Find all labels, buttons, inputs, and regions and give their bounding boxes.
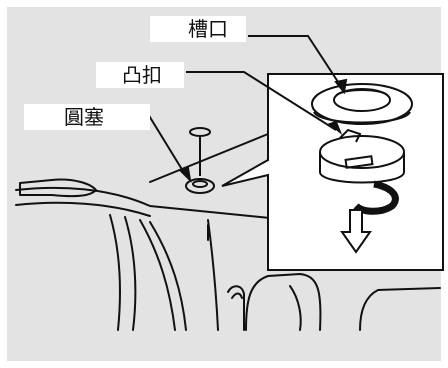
detail-inset <box>221 73 444 271</box>
vehicle-interior-lineart <box>15 133 441 331</box>
slot-ring-detail <box>311 83 413 125</box>
plug-detail <box>319 128 405 184</box>
ceiling-plug <box>185 127 215 194</box>
plug-label: 圓塞 <box>24 104 150 130</box>
slot-label: 槽口 <box>150 16 246 42</box>
tab-label: 凸扣 <box>96 62 184 88</box>
leader-lines <box>147 35 348 183</box>
rotation-arrow <box>340 180 399 254</box>
